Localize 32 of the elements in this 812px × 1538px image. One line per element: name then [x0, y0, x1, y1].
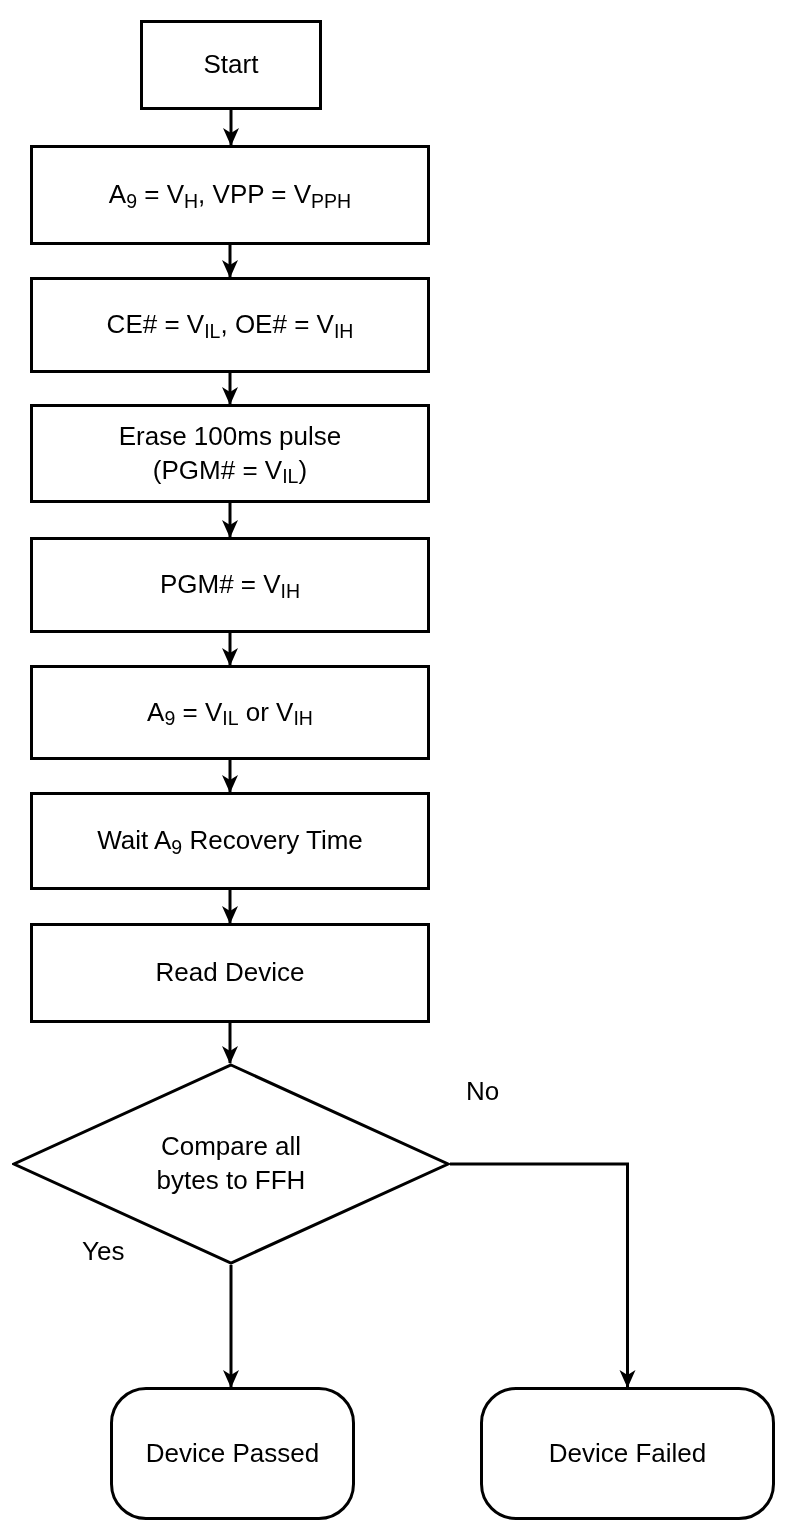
arrow	[222, 760, 238, 793]
arrow	[222, 633, 238, 666]
node-text: CE# = V$_{IL}$, OE# = V$_{IH}$	[106, 308, 354, 342]
process-box	[30, 665, 430, 760]
arrow	[222, 503, 238, 538]
arrow	[450, 1162, 636, 1388]
node-text: Read Device	[155, 956, 305, 990]
process-box	[30, 404, 430, 503]
node-text: A$_{9}$ = V$_{IL}$ or V$_{IH}$	[147, 695, 313, 730]
arrow	[222, 245, 238, 278]
decision-diamond	[12, 1063, 450, 1265]
node-text: Device Failed	[548, 1436, 707, 1470]
process-box	[30, 537, 430, 633]
arrow	[223, 110, 239, 146]
arrow	[223, 1265, 239, 1388]
arrow	[222, 373, 238, 405]
node-text: Wait A$_{9}$ Recovery Time	[97, 824, 363, 858]
process-box	[30, 923, 430, 1023]
node-text: Device Passed	[145, 1436, 320, 1470]
node-text: Compare all bytes to FFH	[155, 1130, 307, 1197]
process-box	[30, 792, 430, 890]
terminal-box	[480, 1387, 775, 1520]
process-box	[140, 20, 322, 110]
node-text: Erase 100ms pulse (PGM# = V$_{IL}$)	[117, 419, 343, 488]
process-box	[30, 145, 430, 245]
node-text: A$_{9}$ = V$_{H}$, VPP = V$_{PPH}$	[108, 178, 352, 212]
arrow	[222, 890, 238, 924]
terminal-box	[110, 1387, 355, 1520]
node-text: PGM# = V$_{IH}$	[159, 568, 301, 602]
node-text: Start	[203, 48, 259, 82]
arrow	[222, 1023, 238, 1064]
process-box	[30, 277, 430, 373]
